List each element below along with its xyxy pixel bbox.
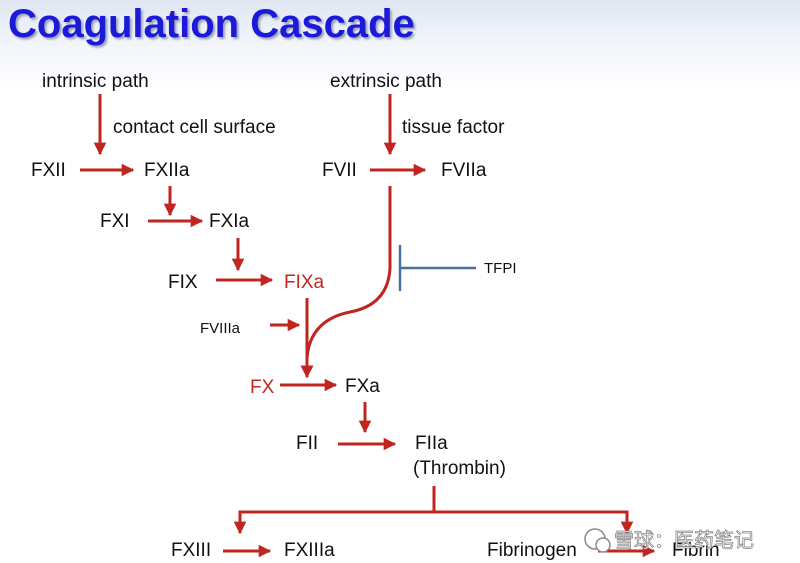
- node-fxiiia: FXIIIa: [284, 540, 335, 561]
- arrow-thrombin-to-fibrinogen: [434, 510, 634, 535]
- arrow-fviia-to-fx-merge: [300, 186, 392, 379]
- node-fii: FII: [296, 433, 318, 454]
- arrow-thrombin-to-fxiii: [233, 486, 436, 535]
- label-tissue-factor: tissue factor: [402, 117, 505, 138]
- watermark: 雪球：医药笔记: [584, 528, 754, 553]
- node-fxiii: FXIII: [171, 540, 211, 561]
- node-fix: FIX: [168, 272, 198, 293]
- node-fiia: FIIa: [415, 433, 448, 454]
- node-fxii: FXII: [31, 160, 66, 181]
- node-fixa: FIXa: [284, 272, 325, 293]
- watermark-text: 雪球：医药笔记: [614, 528, 754, 552]
- node-fxia: FXIa: [209, 211, 250, 232]
- node-fxiia: FXIIa: [144, 160, 190, 181]
- tfpi-inhibitor: [398, 245, 476, 291]
- node-fviia: FVIIa: [441, 160, 487, 181]
- label-thrombin: (Thrombin): [413, 458, 506, 479]
- node-fxi: FXI: [100, 211, 130, 232]
- node-fibrinogen: Fibrinogen: [487, 540, 577, 561]
- node-fvii: FVII: [322, 160, 357, 181]
- page-title: Coagulation Cascade: [8, 2, 415, 46]
- node-fxa: FXa: [345, 376, 380, 397]
- label-contact-cell-surface: contact cell surface: [113, 117, 276, 138]
- label-fviiia: FVIIIa: [200, 320, 241, 337]
- label-extrinsic-path: extrinsic path: [330, 71, 442, 92]
- label-tfpi: TFPI: [484, 260, 517, 277]
- node-fx: FX: [250, 377, 275, 398]
- node-fibrin: Fibrin: [672, 540, 720, 561]
- label-intrinsic-path: intrinsic path: [42, 71, 149, 92]
- snowball-logo-icon: [584, 528, 611, 553]
